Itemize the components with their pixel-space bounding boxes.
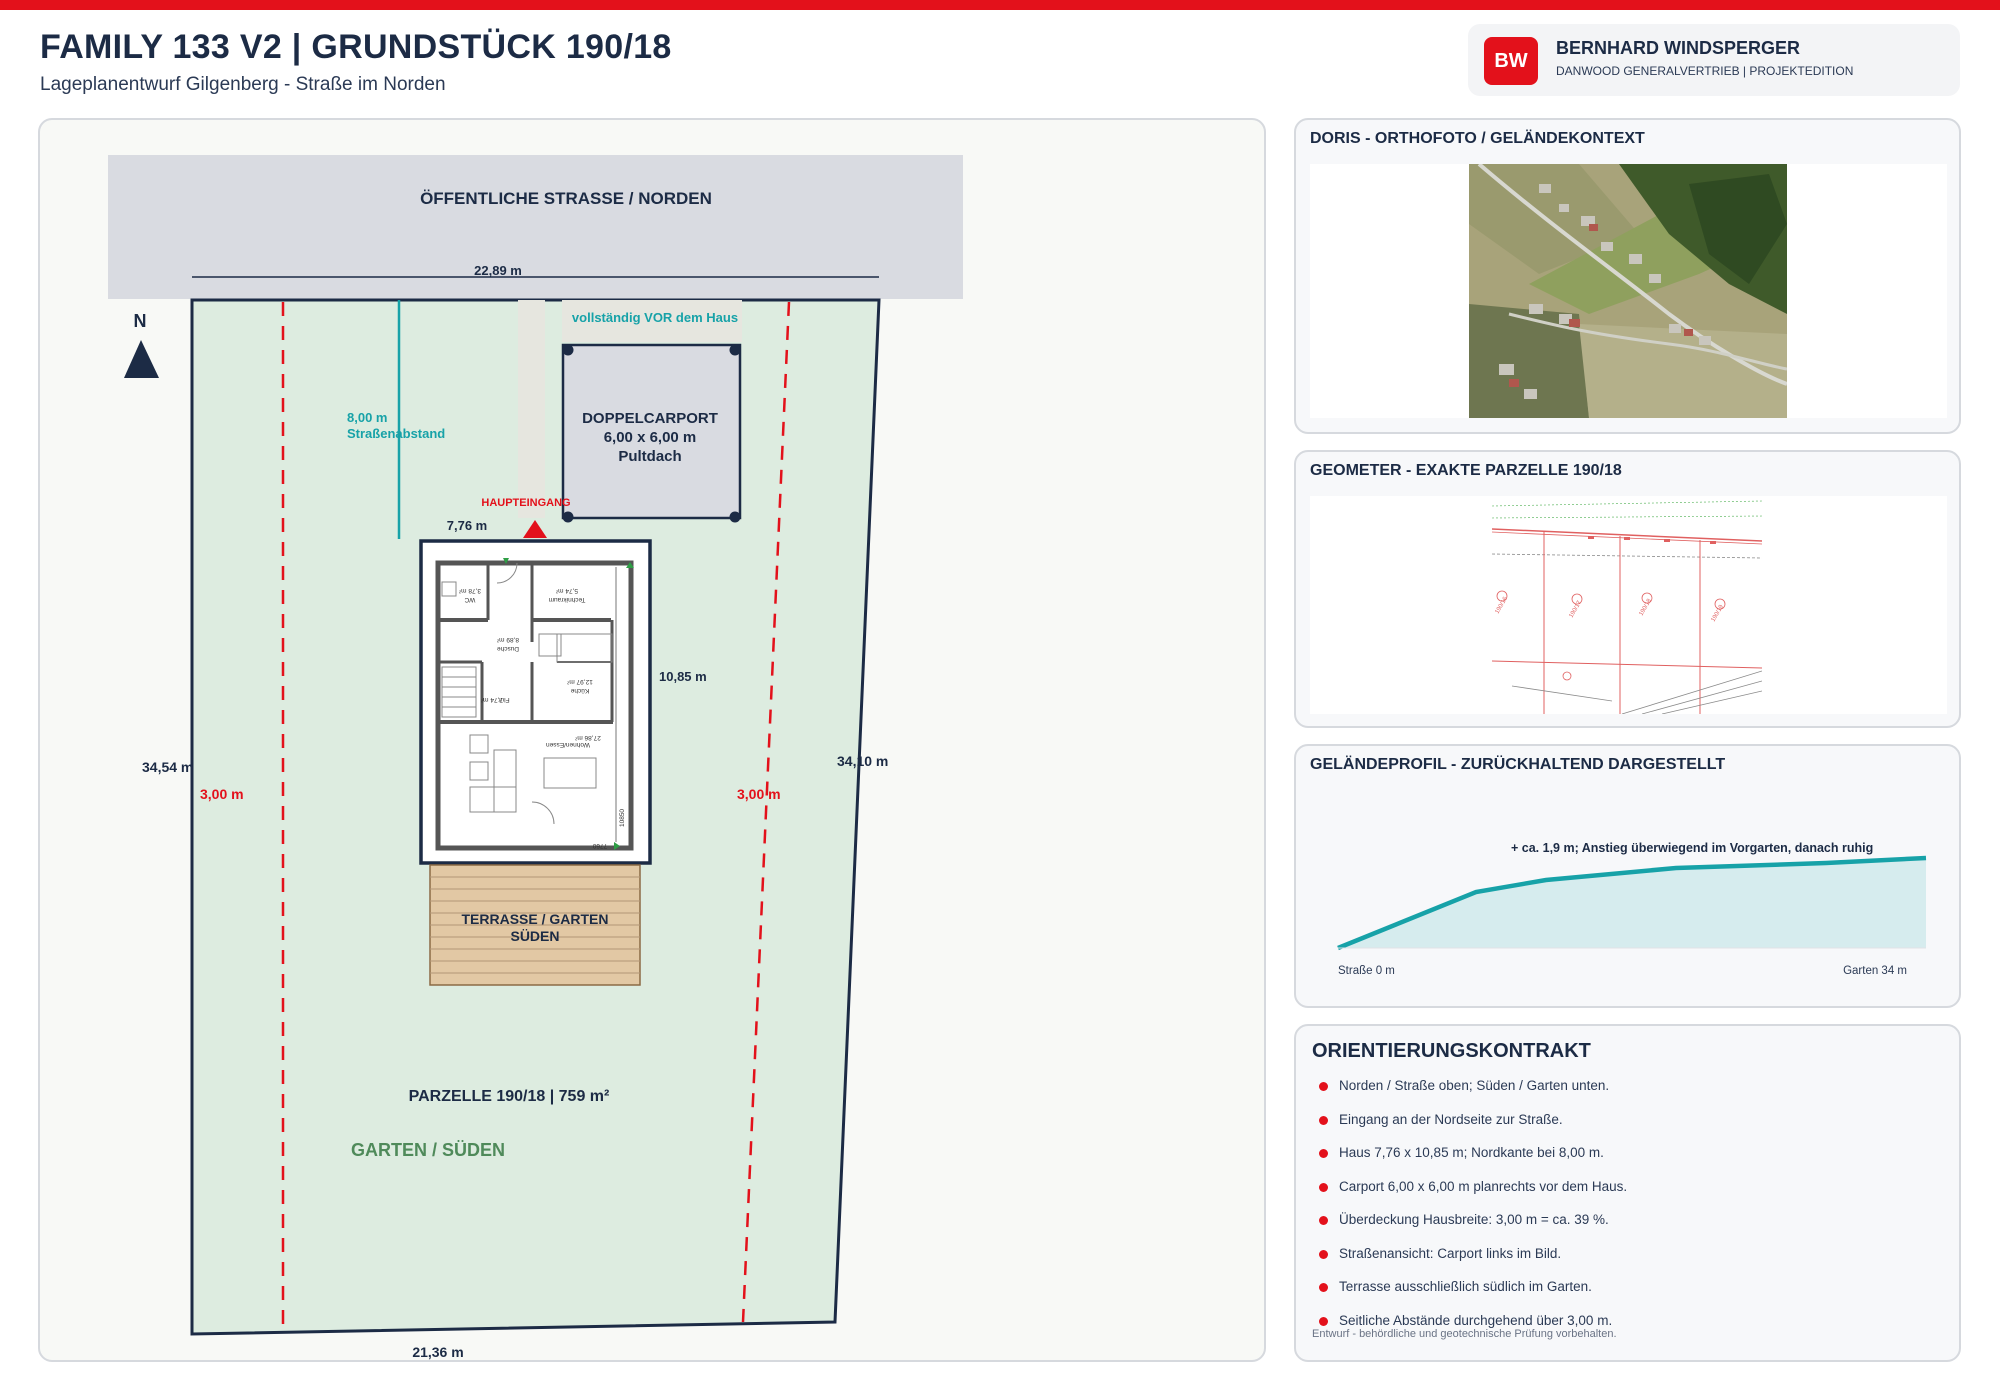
street-setback-label: Straßenabstand — [347, 426, 445, 441]
street-area — [108, 155, 963, 299]
terrain-profile-card: GELÄNDEPROFIL - ZURÜCKHALTEND DARGESTELL… — [1294, 744, 1961, 1008]
room-living: Wohnen/Essen — [546, 741, 590, 748]
carport-size: 6,00 x 6,00 m — [604, 429, 697, 446]
brand-name: BERNHARD WINDSPERGER — [1556, 38, 1801, 58]
list-item: Seitliche Abstände durchgehend über 3,00… — [1314, 1313, 1627, 1347]
street-label: ÖFFENTLICHE STRASSE / NORDEN — [420, 189, 712, 208]
bullet-icon — [1319, 1216, 1328, 1225]
brand-tagline: DANWOOD GENERALVERTRIEB | PROJEKTEDITION — [1556, 64, 1854, 78]
bullet-icon — [1319, 1182, 1328, 1192]
garden-label: GARTEN / SÜDEN — [351, 1140, 505, 1160]
orthophoto-frame — [1310, 164, 1947, 418]
page-subtitle: Lageplanentwurf Gilgenberg - Straße im N… — [40, 74, 446, 95]
parcel-label: PARZELLE 190/18 | 759 m² — [409, 1088, 610, 1105]
bullet-icon — [1319, 1316, 1328, 1326]
orthophoto-card: DORIS - ORTHOFOTO / GELÄNDEKONTEXT — [1294, 118, 1961, 434]
street-setback-value: 8,00 m — [347, 410, 387, 425]
geometer-card: GEOMETER - EXAKTE PARZELLE 190/18 — [1294, 450, 1961, 728]
orientation-footnote: Entwurf - behördliche und geotechnische … — [1312, 1328, 1617, 1340]
carport-post — [729, 511, 741, 523]
bullet-icon — [1319, 1249, 1328, 1259]
room-tech: Technikraum — [549, 596, 586, 603]
orientation-title: ORIENTIERUNGSKONTRAKT — [1312, 1040, 1591, 1062]
entrance-path — [518, 300, 545, 518]
room-kitchen: Küche — [570, 687, 589, 694]
orientation-card: ORIENTIERUNGSKONTRAKT Norden / Straße ob… — [1294, 1024, 1961, 1362]
room-tech-area: 5,74 m² — [555, 587, 578, 594]
dimension-depth: 10850 — [619, 809, 626, 827]
carport — [561, 343, 742, 520]
page-title: FAMILY 133 V2 | GRUNDSTÜCK 190/18 — [40, 28, 672, 66]
entrance-marker-icon — [523, 520, 547, 538]
list-item: Überdeckung Hausbreite: 3,00 m = ca. 39 … — [1314, 1212, 1627, 1246]
carport-note: vollständig VOR dem Haus — [572, 310, 738, 325]
room-wc-area: 3,78 m² — [458, 587, 481, 594]
orientation-list: Norden / Straße oben; Süden / Garten unt… — [1314, 1078, 1627, 1346]
carport-post — [562, 511, 574, 523]
orthophoto-image — [1469, 164, 1787, 418]
profile-x-end: Garten 34 m — [1843, 965, 1907, 977]
room-living-area: 27,86 m² — [574, 734, 600, 741]
profile-title: GELÄNDEPROFIL - ZURÜCKHALTEND DARGESTELL… — [1310, 756, 1726, 773]
list-item: Straßenansicht: Carport links im Bild. — [1314, 1246, 1627, 1280]
terrace — [429, 864, 641, 986]
list-item: Eingang an der Nordseite zur Straße. — [1314, 1112, 1627, 1146]
carport-note-box — [562, 300, 742, 342]
house-floorplan: WC 3,78 m² Technikraum 5,74 m² Dusche 8,… — [419, 539, 652, 865]
profile-annotation: + ca. 1,9 m; Anstieg überwiegend im Vorg… — [1511, 841, 1873, 855]
terrace-label: TERRASSE / GARTEN — [461, 911, 608, 927]
bullet-icon — [1319, 1115, 1328, 1125]
geometer-frame: 190/16 190/17 190/18 190/19 — [1310, 496, 1947, 714]
room-kitchen-area: 12,97 m² — [566, 678, 592, 685]
left-distance-label: 3,00 m — [200, 786, 244, 802]
left-length-label: 34,54 m — [142, 759, 193, 775]
profile-x-start: Straße 0 m — [1338, 965, 1395, 977]
carport-title: DOPPELCARPORT — [582, 410, 718, 427]
list-item: Norden / Straße oben; Süden / Garten unt… — [1314, 1078, 1627, 1112]
house-width-label: 7,76 m — [447, 518, 487, 533]
right-length-label: 34,10 m — [837, 753, 888, 769]
right-setback-line — [741, 301, 791, 1323]
carport-post — [562, 344, 574, 356]
dimension-width: 7760 — [592, 842, 607, 849]
carport-roof: Pultdach — [618, 448, 681, 465]
top-accent-bar — [0, 0, 2000, 10]
room-shower-area: 8,89 m² — [496, 636, 519, 643]
north-arrow-icon — [124, 340, 159, 378]
profile-area — [1338, 858, 1926, 948]
brand-logo: BW — [1484, 37, 1538, 85]
bottom-width-label: 21,36 m — [412, 1344, 463, 1360]
entrance-label: HAUPTEINGANG — [481, 497, 570, 509]
bullet-icon — [1319, 1283, 1328, 1292]
north-label: N — [134, 311, 147, 331]
geometer-title: GEOMETER - EXAKTE PARZELLE 190/18 — [1310, 462, 1622, 479]
terrain-profile-chart: + ca. 1,9 m; Anstieg überwiegend im Vorg… — [1337, 841, 1927, 977]
house-depth-label: 10,85 m — [659, 669, 707, 684]
street-width-label: 22,89 m — [474, 263, 522, 278]
room-shower: Dusche — [497, 645, 519, 652]
room-hall-area: 7,74 m² — [480, 696, 503, 703]
profile-line — [1337, 855, 1927, 951]
site-plan: ÖFFENTLICHE STRASSE / NORDEN 22,89 m N 8… — [108, 155, 963, 1360]
bullet-icon — [1319, 1082, 1328, 1091]
brand-card: BW BERNHARD WINDSPERGER DANWOOD GENERALV… — [1468, 24, 1960, 96]
geometer-map: 190/16 190/17 190/18 190/19 — [1492, 496, 1762, 714]
list-item: Terrasse ausschließlich südlich im Garte… — [1314, 1279, 1627, 1313]
terrace-sublabel: SÜDEN — [510, 928, 559, 944]
site-plan-panel: ÖFFENTLICHE STRASSE / NORDEN 22,89 m N 8… — [38, 118, 1266, 1362]
right-distance-label: 3,00 m — [737, 786, 781, 802]
bullet-icon — [1319, 1149, 1328, 1158]
list-item: Haus 7,76 x 10,85 m; Nordkante bei 8,00 … — [1314, 1145, 1627, 1179]
carport-post — [729, 344, 741, 356]
list-item: Carport 6,00 x 6,00 m planrechts vor dem… — [1314, 1179, 1627, 1213]
room-hall: Flur — [498, 696, 510, 703]
orthophoto-title: DORIS - ORTHOFOTO / GELÄNDEKONTEXT — [1310, 130, 1645, 147]
room-wc: WC — [464, 596, 475, 603]
